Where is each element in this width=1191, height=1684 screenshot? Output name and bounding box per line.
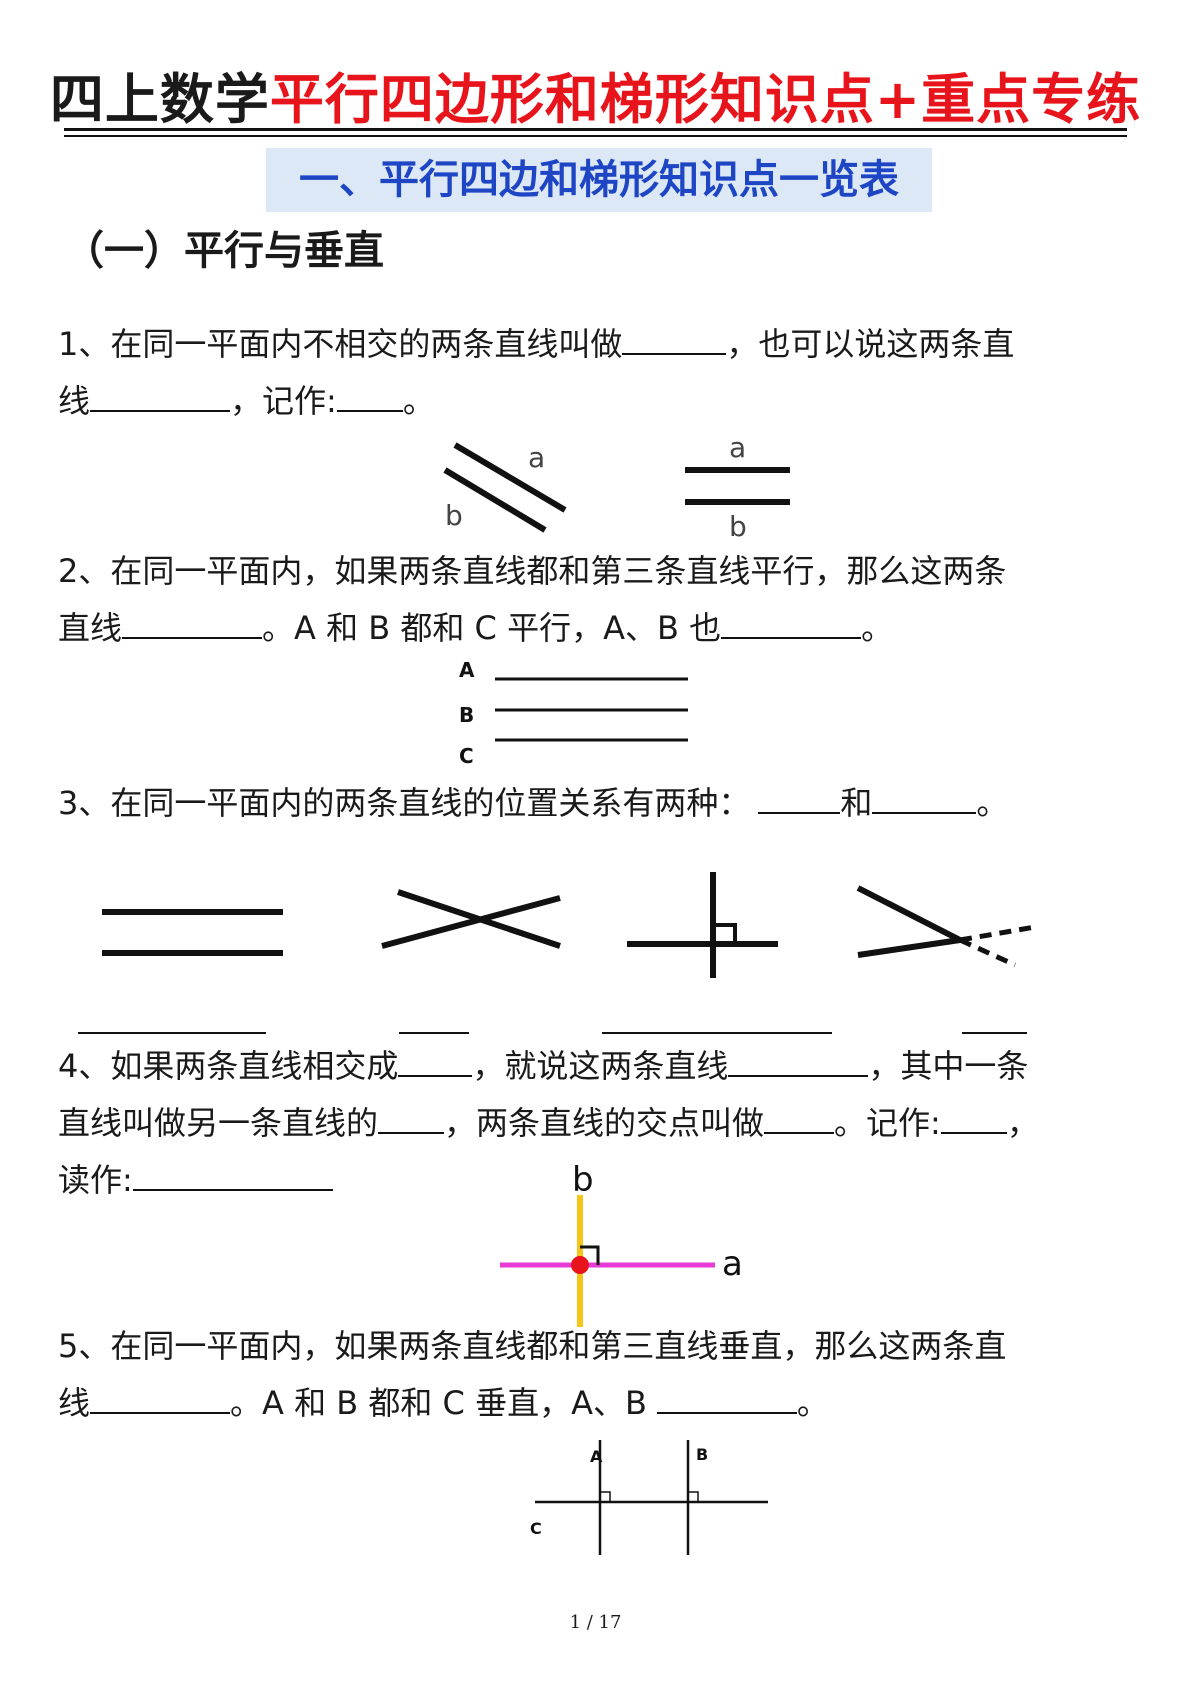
q1-blank-3[interactable]	[336, 380, 403, 412]
question-5: 5、在同一平面内，如果两条直线都和第三直线垂直，那么这两条直 线 。A 和 B 都…	[58, 1318, 1006, 1432]
q4-text: 。记作:	[834, 1104, 941, 1142]
subsection-heading: （一）平行与垂直	[64, 228, 384, 274]
q2-text: 直线	[58, 609, 123, 647]
label-C: C	[530, 1519, 542, 1538]
label-C: C	[459, 744, 474, 765]
q3-blank-1[interactable]	[758, 782, 841, 814]
title-part2: 平行四边形和梯形知识点+重点专练	[269, 68, 1142, 131]
right-angle-mark	[580, 1245, 600, 1265]
fig3-answer-blank-1[interactable]	[78, 1032, 266, 1034]
q4-text: ，	[1006, 1104, 1039, 1142]
extended-line-1	[856, 885, 962, 943]
q1-text: ，也可以说这两条直	[726, 325, 1015, 363]
fig3-answer-blank-2[interactable]	[399, 1032, 469, 1034]
label-B: B	[459, 703, 474, 727]
figure-perpendicular-abc: A B C	[530, 1440, 768, 1555]
q4-blank-1[interactable]	[398, 1045, 473, 1077]
q2-text: 2、在同一平面内，如果两条直线都和第三条直线平行，那么这两条	[58, 552, 1007, 590]
label-b: b	[572, 1160, 594, 1200]
question-1: 1、在同一平面内不相交的两条直线叫做 ，也可以说这两条直 线 ，记作: 。	[58, 316, 1014, 430]
q4-blank-5[interactable]	[940, 1102, 1007, 1134]
label-a: a	[528, 441, 545, 474]
extended-line-2-dashed	[959, 924, 1036, 943]
q4-text: 读作:	[58, 1161, 133, 1199]
q1-text: 。	[402, 382, 435, 420]
section-banner-text: 一、平行四边和梯形知识点一览表	[299, 157, 899, 203]
extended-line-1-dashed	[958, 937, 1017, 968]
question-4: 4、如果两条直线相交成 ，就说这两条直线 ，其中一条 直线叫做另一条直线的 ，两条直线…	[58, 1038, 1039, 1209]
q4-text: 4、如果两条直线相交成	[58, 1047, 399, 1085]
q4-text: ，其中一条	[868, 1047, 1029, 1085]
q2-blank-1[interactable]	[122, 607, 263, 639]
page-title: 四上数学平行四边形和梯形知识点+重点专练	[0, 55, 1191, 134]
q3-text: 。	[976, 784, 1009, 822]
q5-blank-1[interactable]	[90, 1382, 231, 1414]
q4-blank-4[interactable]	[764, 1102, 835, 1134]
label-B: B	[696, 1445, 708, 1464]
line-a-diagonal	[453, 442, 567, 513]
q1-text: 1、在同一平面内不相交的两条直线叫做	[58, 325, 623, 363]
section-banner: 一、平行四边和梯形知识点一览表	[266, 148, 932, 212]
q1-text: ，记作:	[230, 382, 337, 420]
q2-blank-2[interactable]	[721, 607, 862, 639]
q1-blank-1[interactable]	[622, 323, 727, 355]
label-b: b	[445, 499, 463, 532]
intersection-point	[571, 1256, 589, 1274]
figure-perpendicular-ab: b a	[500, 1160, 743, 1327]
figure-parallel-lines-abc: A B C	[459, 658, 688, 765]
q1-blank-2[interactable]	[90, 380, 231, 412]
q5-text: 。	[796, 1384, 829, 1422]
q4-text: ，就说这两条直线	[472, 1047, 729, 1085]
q4-text: ，两条直线的交点叫做	[444, 1104, 765, 1142]
label-A: A	[459, 658, 475, 682]
page-number: 1 / 17	[569, 1612, 622, 1633]
q5-blank-2[interactable]	[656, 1382, 797, 1414]
question-3: 3、在同一平面内的两条直线的位置关系有两种： 和 。	[58, 775, 1008, 832]
q4-blank-6[interactable]	[132, 1159, 333, 1191]
title-part1: 四上数学	[49, 68, 270, 131]
right-angle-mark-A	[600, 1491, 611, 1502]
line-b-diagonal	[443, 467, 547, 533]
q5-text: 5、在同一平面内，如果两条直线都和第三直线垂直，那么这两条直	[58, 1327, 1007, 1365]
label-A: A	[590, 1447, 603, 1466]
q2-text: 。A 和 B 都和 C 平行，A、B 也	[262, 609, 722, 647]
label-b: b	[729, 510, 747, 540]
title-rule-top	[64, 128, 1127, 131]
q5-text: 线	[58, 1384, 91, 1422]
title-rule-bottom	[64, 135, 1127, 137]
figure-line-relationships	[102, 872, 1036, 978]
q3-text: 和	[840, 784, 873, 822]
q4-blank-3[interactable]	[378, 1102, 445, 1134]
right-angle-mark	[713, 923, 737, 944]
intersecting-line-2	[381, 895, 561, 949]
q3-blank-2[interactable]	[872, 782, 977, 814]
q2-text: 。	[861, 609, 894, 647]
q4-text: 直线叫做另一条直线的	[58, 1104, 379, 1142]
fig3-answer-blank-3[interactable]	[602, 1032, 832, 1034]
q4-blank-2[interactable]	[728, 1045, 869, 1077]
q1-text: 线	[58, 382, 91, 420]
extended-line-2	[857, 937, 961, 958]
q3-text: 3、在同一平面内的两条直线的位置关系有两种：	[58, 784, 751, 822]
figure-parallel-lines-ab: a b a b	[443, 431, 790, 540]
label-a: a	[722, 1244, 743, 1284]
question-2: 2、在同一平面内，如果两条直线都和第三条直线平行，那么这两条 直线 。A 和 B …	[58, 543, 1006, 657]
fig3-answer-blank-4[interactable]	[962, 1032, 1027, 1034]
label-a: a	[729, 431, 746, 464]
q5-text: 。A 和 B 都和 C 垂直，A、B	[230, 1384, 647, 1422]
right-angle-mark-B	[688, 1491, 699, 1502]
